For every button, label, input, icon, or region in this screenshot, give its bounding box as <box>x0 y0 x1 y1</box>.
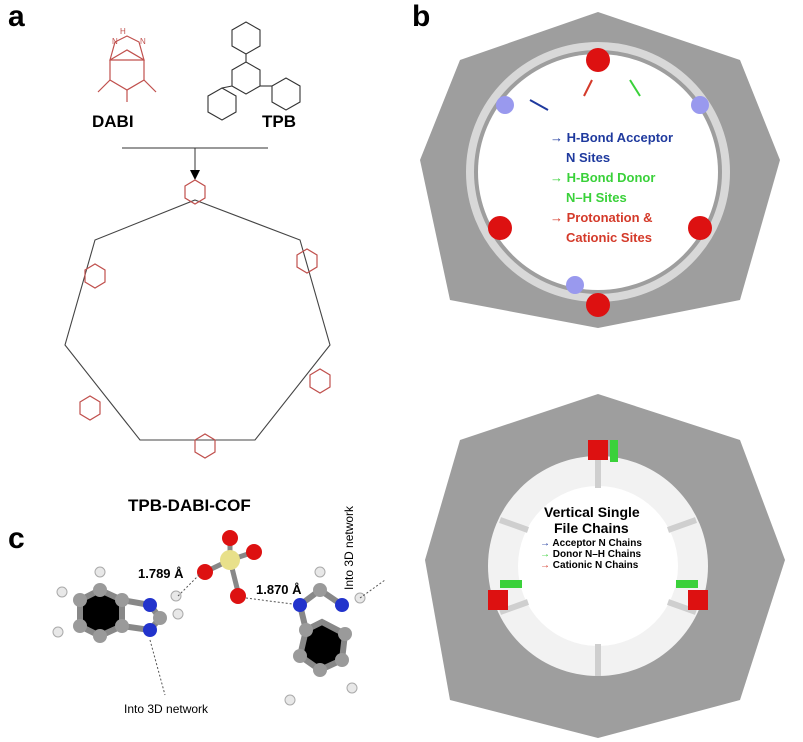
top-legend-item: N–H Sites <box>550 188 673 208</box>
top-legend-donor-2: N–H Sites <box>566 190 627 205</box>
svg-text:H: H <box>120 27 126 36</box>
bottom-legend-acceptor-arrow: → <box>540 538 553 549</box>
network-label-right: Into 3D network <box>342 505 356 590</box>
bottom-legend: Vertical Single File Chains → Acceptor N… <box>540 504 642 571</box>
bottom-legend-item: → Cationic N Chains <box>540 560 642 571</box>
panel-c-letter: c <box>8 522 25 555</box>
svg-text:N: N <box>140 37 146 46</box>
distance-right: 1.870 Å <box>256 582 302 597</box>
bottom-legend-donor: Donor N–H Chains <box>552 549 642 560</box>
cof-label: TPB-DABI-COF <box>128 496 251 515</box>
bottom-legend-item: → Donor N–H Chains <box>540 549 642 560</box>
top-legend-acceptor-1: H-Bond Acceptor <box>566 130 674 145</box>
top-legend-item: → Protonation & <box>550 208 673 228</box>
bottom-legend-cationic: Cationic N Chains <box>552 560 639 571</box>
top-legend-cationic-arrow: → <box>550 210 567 225</box>
cof-ring <box>64 199 331 441</box>
bottom-legend-cationic-arrow: → <box>540 560 553 571</box>
dabi-label: DABI <box>92 112 134 131</box>
distance-left: 1.789 Å <box>138 566 184 581</box>
bottom-legend-title-1: Vertical Single <box>544 504 640 520</box>
tpb-molecule <box>207 21 301 121</box>
svg-text:N: N <box>112 37 118 46</box>
bottom-legend-donor-arrow: → <box>540 549 553 560</box>
panel-b-letter: b <box>412 0 431 33</box>
top-legend-cationic-2: Cationic Sites <box>566 230 652 245</box>
top-legend-acceptor-2: N Sites <box>566 150 611 165</box>
top-legend-donor-arrow: → <box>550 170 567 185</box>
bottom-legend-item: → Acceptor N Chains <box>540 538 642 549</box>
top-legend-item: → H-Bond Donor <box>550 168 673 188</box>
top-legend-item: N Sites <box>550 148 673 168</box>
top-legend-donor-1: H-Bond Donor <box>566 170 656 185</box>
tpb-label: TPB <box>262 112 296 131</box>
top-legend-acceptor-arrow: → <box>550 130 567 145</box>
top-legend-cationic-1: Protonation & <box>566 210 653 225</box>
bottom-legend-acceptor: Acceptor N Chains <box>552 538 642 549</box>
top-legend-item: Cationic Sites <box>550 228 673 248</box>
top-legend: → H-Bond Acceptor N Sites → H-Bond Donor… <box>550 128 673 248</box>
network-label-left: Into 3D network <box>124 702 209 716</box>
top-legend-item: → H-Bond Acceptor <box>550 128 673 148</box>
dabi-molecule <box>97 35 157 102</box>
bottom-legend-title-2: File Chains <box>554 520 629 536</box>
panel-a-letter: a <box>8 0 25 33</box>
